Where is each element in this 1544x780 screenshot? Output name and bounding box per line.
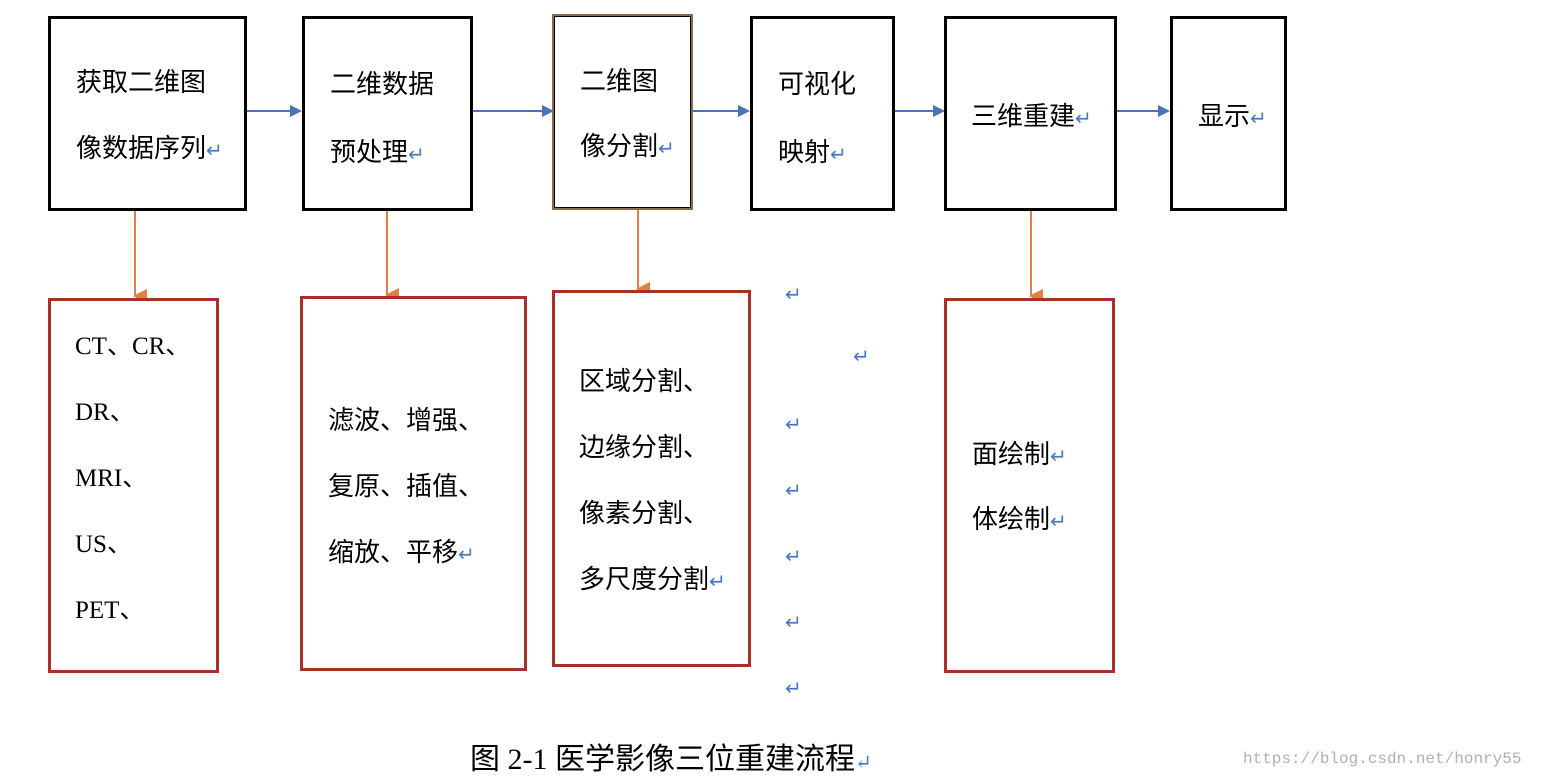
watermark: https://blog.csdn.net/honry55 <box>1243 750 1522 768</box>
detail-segmentation-line1: 区域分割、 <box>579 367 710 397</box>
step-preprocess-line1: 二维数据 <box>330 70 435 100</box>
paragraph-mark-7: ↵ <box>785 676 802 700</box>
paragraph-mark-6: ↵ <box>785 610 802 634</box>
step-display-line1: 显示↵ <box>1198 102 1267 132</box>
detail-box-modalities: CT、CR、 DR、 MRI、 US、 PET、 <box>48 298 219 673</box>
paragraph-mark-4: ↵ <box>785 478 802 502</box>
step-preprocess-line2: 预处理↵ <box>330 138 425 168</box>
detail-segmentation-line2: 边缘分割、 <box>579 433 710 463</box>
step-box-preprocess: 二维数据 预处理↵ <box>302 16 473 211</box>
detail-box-segmentation: 区域分割、 边缘分割、 像素分割、 多尺度分割↵ <box>552 290 751 667</box>
detail-modalities-line5: PET、 <box>75 597 145 624</box>
step-mapping-line2: 映射↵ <box>778 138 847 168</box>
step-box-display: 显示↵ <box>1170 16 1287 211</box>
detail-modalities-line1: CT、CR、 <box>75 333 191 360</box>
step-box-mapping: 可视化 映射↵ <box>750 16 895 211</box>
detail-box-preprocess: 滤波、增强、 复原、插值、 缩放、平移↵ <box>300 296 527 671</box>
detail-box-rendering: 面绘制↵ 体绘制↵ <box>944 298 1115 673</box>
step-box-reconstruct: 三维重建↵ <box>944 16 1117 211</box>
step-mapping-line1: 可视化 <box>778 70 857 100</box>
step-box-acquire: 获取二维图 像数据序列↵ <box>48 16 247 211</box>
detail-preprocess-line3: 缩放、平移↵ <box>328 538 475 568</box>
detail-preprocess-line2: 复原、插值、 <box>328 472 485 502</box>
step-box-segment: 二维图 像分割↵ <box>552 14 693 210</box>
paragraph-mark-5: ↵ <box>785 544 802 568</box>
paragraph-mark-3: ↵ <box>785 412 802 436</box>
detail-rendering-line2: 体绘制↵ <box>972 505 1067 535</box>
step-segment-line1: 二维图 <box>580 67 659 97</box>
figure-caption: 图 2-1 医学影像三位重建流程↵ <box>470 743 872 776</box>
detail-modalities-line3: MRI、 <box>75 465 148 492</box>
step-reconstruct-line1: 三维重建↵ <box>971 102 1092 132</box>
detail-modalities-line4: US、 <box>75 531 132 558</box>
detail-preprocess-line1: 滤波、增强、 <box>328 406 485 436</box>
step-acquire-line1: 获取二维图 <box>76 68 207 98</box>
detail-modalities-line2: DR、 <box>75 399 135 426</box>
paragraph-mark-2: ↵ <box>853 344 870 368</box>
detail-segmentation-line3: 像素分割、 <box>579 499 710 529</box>
step-acquire-line2: 像数据序列↵ <box>76 134 223 164</box>
step-segment-line2: 像分割↵ <box>580 132 675 162</box>
detail-segmentation-line4: 多尺度分割↵ <box>579 565 726 595</box>
detail-rendering-line1: 面绘制↵ <box>972 440 1067 470</box>
paragraph-mark-1: ↵ <box>785 282 802 306</box>
